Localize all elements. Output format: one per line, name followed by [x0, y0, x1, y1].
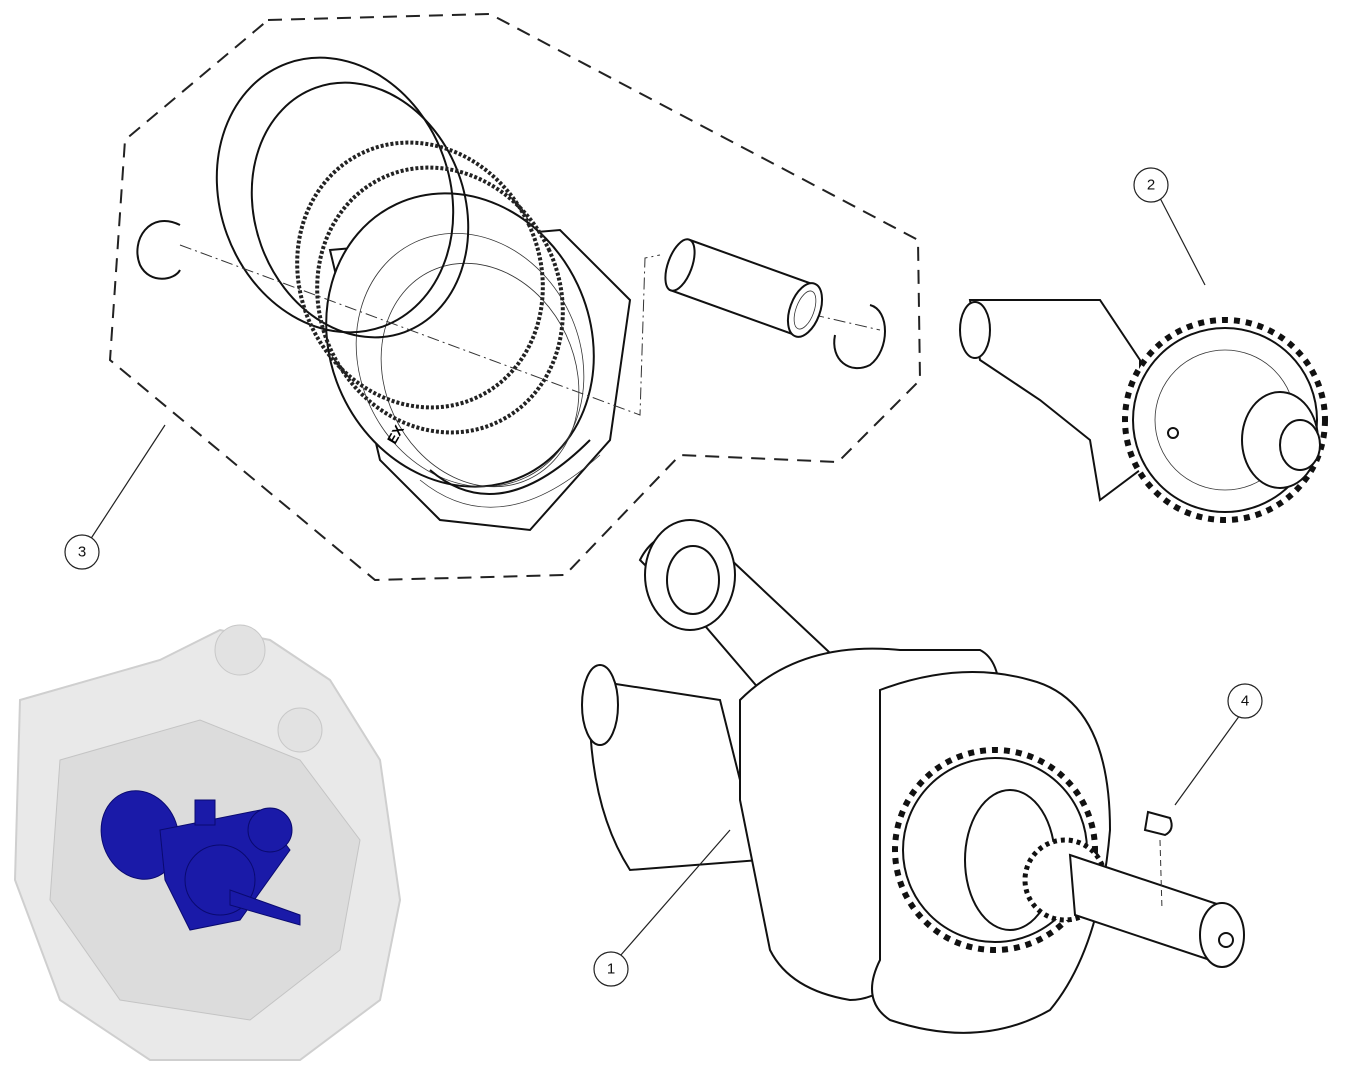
- callout-label: 1: [607, 961, 615, 978]
- crankshaft-with-connecting-rod: [581, 519, 1245, 1034]
- highlighted-parts: [100, 790, 301, 931]
- piston: EX: [325, 192, 632, 532]
- engine-locator-inset: [13, 624, 402, 1061]
- piston-assembly-group-outline: [108, 12, 922, 582]
- woodruff-key: [1143, 810, 1173, 837]
- camshaft: [959, 299, 1328, 523]
- callout-4: 4: [1227, 683, 1263, 719]
- callout-2: 2: [1133, 167, 1169, 203]
- key-placement-line: [1159, 839, 1163, 911]
- callout-label: 3: [78, 544, 86, 561]
- callout-label: 2: [1147, 177, 1155, 194]
- callout-1: 1: [593, 951, 629, 987]
- piston-pin: [664, 238, 824, 338]
- callout-label: 4: [1241, 693, 1249, 710]
- piston-rings: [215, 56, 565, 435]
- right-circlip: [833, 304, 886, 370]
- left-circlip: [136, 220, 181, 280]
- callout-leader-lines: [89, 197, 1241, 957]
- callout-3: 3: [64, 534, 100, 570]
